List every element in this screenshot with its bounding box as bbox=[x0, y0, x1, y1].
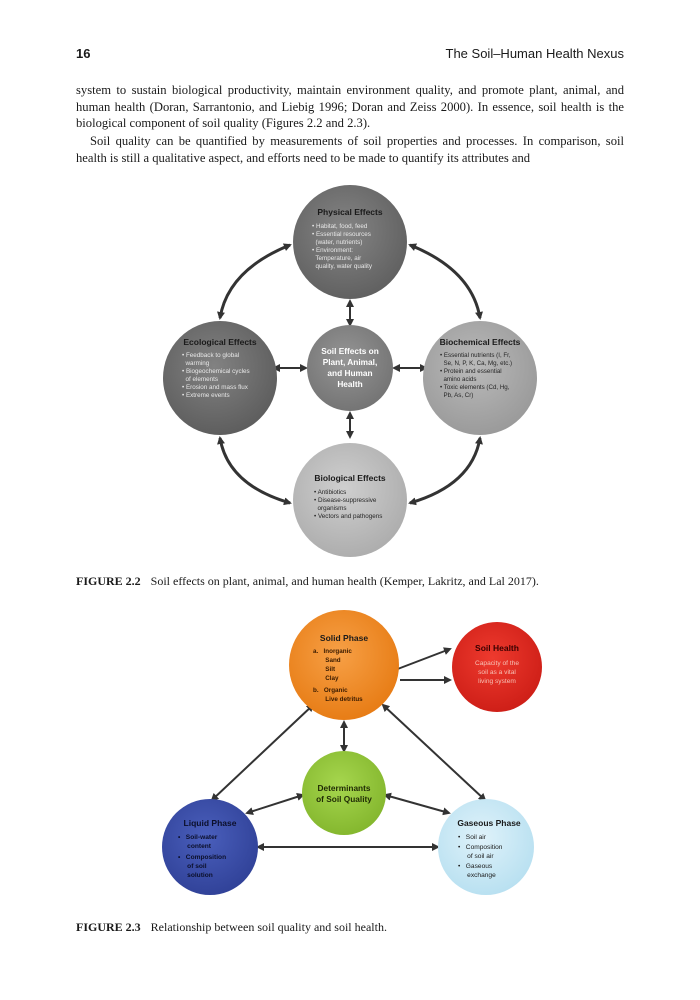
biological-line: • Vectors and pathogens bbox=[314, 513, 382, 520]
biological-effects-title: Biological Effects bbox=[314, 473, 386, 483]
soil-health-title: Soil Health bbox=[475, 643, 519, 653]
ecological-line: • Biogeochemical cycles bbox=[182, 368, 250, 375]
ecological-line: • Feedback to global bbox=[182, 352, 239, 359]
arrow-physical-biochemical bbox=[408, 243, 483, 320]
caption-text: Relationship between soil quality and so… bbox=[150, 920, 387, 934]
arrow-solid-soil-health-upper bbox=[394, 647, 452, 671]
soil-health-line: soil as a vital bbox=[478, 669, 516, 676]
paragraph-1: system to sustain biological productivit… bbox=[76, 83, 624, 130]
ecological-effects-list: • Feedback to global warming • Biogeoche… bbox=[182, 352, 250, 399]
figure-2-3-caption: FIGURE 2.3 Relationship between soil qual… bbox=[76, 920, 387, 935]
gaseous-line: exchange bbox=[458, 872, 496, 879]
biochemical-line: • Essential nutrients (I, Fr, bbox=[440, 352, 511, 359]
solid-line: a. Inorganic bbox=[313, 648, 352, 655]
center-line: Health bbox=[337, 379, 362, 389]
page-number: 16 bbox=[76, 46, 91, 61]
biochemical-line: • Protein and essential bbox=[440, 368, 502, 375]
center-circle bbox=[307, 325, 393, 411]
soil-health-line: Capacity of the bbox=[475, 660, 519, 667]
determinants-line: Determinants bbox=[317, 783, 370, 793]
arrow-determinants-gaseous bbox=[383, 792, 451, 816]
gaseous-line: of soil air bbox=[458, 853, 494, 860]
caption-label: FIGURE 2.3 bbox=[76, 920, 141, 934]
biochemical-line: Se, N, P, K, Ca, Mg, etc.) bbox=[440, 360, 512, 367]
gaseous-phase-title: Gaseous Phase bbox=[457, 818, 521, 828]
liquid-phase-list: • Soil-water content • Composition of so… bbox=[178, 834, 226, 879]
arrow-ecological-biological bbox=[217, 436, 292, 506]
physical-effects-circle bbox=[293, 185, 407, 299]
center-label: Soil Effects on Plant, Animal, and Human… bbox=[321, 346, 379, 389]
physical-line: • Essential resources bbox=[312, 231, 371, 238]
arrow-solid-liquid bbox=[210, 703, 315, 802]
biological-line: organisms bbox=[314, 505, 347, 512]
solid-phase-circle bbox=[289, 610, 399, 720]
physical-effects-list: • Habitat, food, feed • Essential resour… bbox=[312, 223, 373, 270]
liquid-line: • Soil-water bbox=[178, 834, 218, 841]
ecological-line: warming bbox=[182, 360, 210, 367]
liquid-line: • Composition bbox=[178, 854, 226, 861]
gaseous-line: • Gaseous bbox=[458, 863, 493, 870]
solid-line: Silt bbox=[313, 666, 336, 673]
soil-health-circle bbox=[452, 622, 542, 712]
solid-line: Clay bbox=[313, 675, 339, 682]
physical-line: (water, nutrients) bbox=[312, 239, 362, 246]
arrow-physical-ecological bbox=[217, 243, 292, 320]
caption-text: Soil effects on plant, animal, and human… bbox=[150, 574, 539, 588]
liquid-phase-circle bbox=[162, 799, 258, 895]
biochemical-effects-title: Biochemical Effects bbox=[440, 337, 521, 347]
gaseous-phase-list: • Soil air • Composition of soil air • G… bbox=[458, 834, 503, 879]
center-line: and Human bbox=[327, 368, 372, 378]
liquid-phase-title: Liquid Phase bbox=[184, 818, 237, 828]
gaseous-line: • Soil air bbox=[458, 834, 487, 841]
figure-2-3-diagram: Solid Phase a. Inorganic Sand Silt Clay … bbox=[162, 610, 542, 895]
arrow-biochemical-biological bbox=[408, 436, 483, 506]
center-line: Soil Effects on bbox=[321, 346, 379, 356]
figure-2-2-diagram: Physical Effects • Habitat, food, feed •… bbox=[163, 185, 537, 557]
paragraph-2: Soil quality can be quantified by measur… bbox=[76, 134, 624, 165]
physical-line: • Habitat, food, feed bbox=[312, 223, 368, 230]
solid-line: Live detritus bbox=[313, 696, 363, 703]
soil-health-line: living system bbox=[478, 678, 516, 685]
determinants-circle bbox=[302, 751, 386, 835]
gaseous-phase-circle bbox=[438, 799, 534, 895]
determinants-label: Determinants of Soil Quality bbox=[316, 783, 372, 804]
center-line: Plant, Animal, bbox=[323, 357, 378, 367]
solid-phase-title: Solid Phase bbox=[320, 633, 368, 643]
liquid-line: content bbox=[178, 843, 212, 850]
biological-line: • Disease-suppressive bbox=[314, 497, 377, 504]
biochemical-line: • Toxic elements (Cd, Hg, bbox=[440, 384, 510, 391]
running-title: The Soil–Human Health Nexus bbox=[445, 46, 624, 61]
ecological-line: • Extreme events bbox=[182, 392, 230, 399]
determinants-line: of Soil Quality bbox=[316, 794, 372, 804]
solid-line: Sand bbox=[313, 657, 341, 664]
solid-line: b. Organic bbox=[313, 687, 348, 694]
soil-health-text: Capacity of the soil as a vital living s… bbox=[475, 660, 519, 685]
caption-label: FIGURE 2.2 bbox=[76, 574, 141, 588]
ecological-line: of elements bbox=[182, 376, 218, 383]
biochemical-line: Pb, As, Cr) bbox=[440, 392, 473, 399]
physical-line: Temperature, air bbox=[312, 255, 361, 262]
biological-effects-list: • Antibiotics • Disease-suppressive orga… bbox=[314, 489, 382, 520]
physical-effects-title: Physical Effects bbox=[317, 207, 382, 217]
arrow-determinants-liquid bbox=[245, 793, 305, 815]
arrow-solid-gaseous bbox=[381, 703, 487, 802]
liquid-line: of soil bbox=[178, 863, 207, 870]
biochemical-effects-list: • Essential nutrients (I, Fr, Se, N, P, … bbox=[440, 352, 512, 399]
biological-line: • Antibiotics bbox=[314, 489, 346, 496]
ecological-line: • Erosion and mass flux bbox=[182, 384, 249, 391]
biochemical-effects-circle bbox=[423, 321, 537, 435]
gaseous-line: • Composition bbox=[458, 844, 503, 851]
physical-line: quality, water quality bbox=[312, 263, 373, 270]
ecological-effects-circle bbox=[163, 321, 277, 435]
liquid-line: solution bbox=[178, 872, 213, 879]
ecological-effects-title: Ecological Effects bbox=[183, 337, 256, 347]
solid-phase-list: a. Inorganic Sand Silt Clay b. Organic L… bbox=[313, 648, 363, 703]
biological-effects-circle bbox=[293, 443, 407, 557]
figure-2-2-caption: FIGURE 2.2 Soil effects on plant, animal,… bbox=[76, 574, 539, 589]
biochemical-line: amino acids bbox=[440, 376, 476, 383]
physical-line: • Environment: bbox=[312, 247, 353, 254]
